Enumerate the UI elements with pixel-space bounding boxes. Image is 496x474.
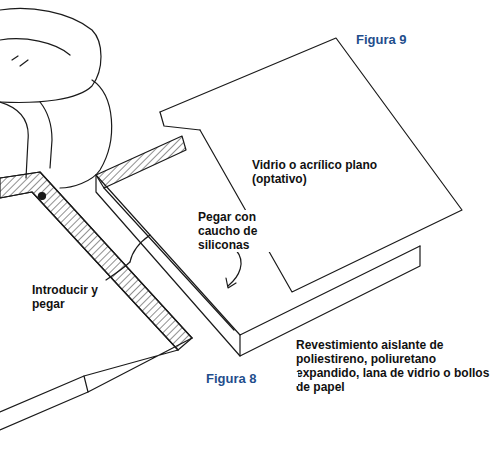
pot-base [40,102,52,168]
pot-base [0,102,28,178]
arrow-head [226,278,236,288]
wire [130,235,150,262]
figure-number: Figura 9 [354,33,448,47]
tray-rim [0,172,192,338]
pot-mark [12,56,28,66]
part-label: Revestimiento aislante de poliestireno, … [294,338,492,394]
leader-line [106,262,130,280]
part-label: Vidrio o acrílico plano (optativo) [250,158,416,186]
pot-detail [0,39,70,55]
tray-front [84,338,192,392]
glass-sheet [160,38,462,292]
box-back-wall [96,136,186,188]
tray-front [0,376,84,412]
note-label: Pegar con caucho de siliconas [196,210,276,252]
box-edge [239,335,240,356]
tray-inner [0,192,178,350]
tray-wall [0,172,192,350]
hole [39,193,46,200]
tray-front [0,392,88,430]
note-label: Introducir y pegar [30,283,106,311]
arrow-line [228,250,241,286]
glass-edge [160,112,200,130]
pot-outline [0,8,101,102]
figure-number: Figura 8 [204,372,298,386]
